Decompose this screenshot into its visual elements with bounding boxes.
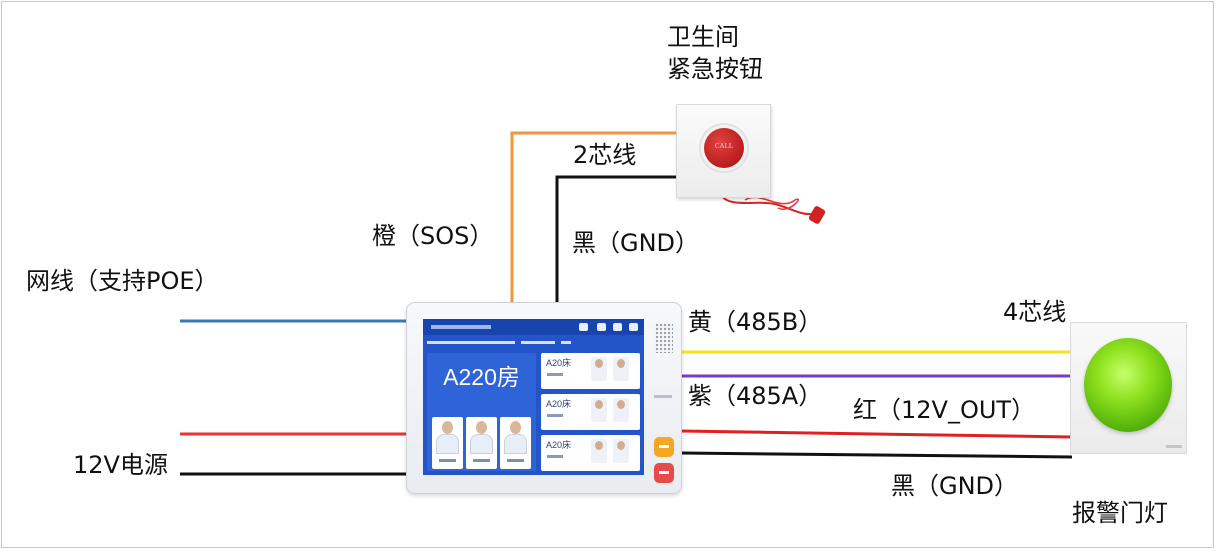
black-gnd-bottom-label: 黑（GND） xyxy=(891,472,1019,500)
red-12v-out-label: 红（12V_OUT） xyxy=(853,396,1036,424)
orange-sos-label: 橙（SOS） xyxy=(372,222,494,250)
black-gnd-bottom-wire xyxy=(680,451,1073,459)
bed-label: A20床 xyxy=(546,440,572,450)
bed-list: A20床 A20床 A20床 xyxy=(541,353,640,471)
toilet-label-line2: 紧急按钮 xyxy=(667,55,763,83)
room-panel: A220房 xyxy=(427,353,536,471)
orange-sos-wire xyxy=(510,131,678,303)
yellow-485b-label: 黄（485B） xyxy=(688,308,823,336)
device-screen: A220房 A20床 A20床 A20床 xyxy=(423,319,644,475)
bed-label: A20床 xyxy=(546,399,572,409)
network-label: 网线（支持POE） xyxy=(26,267,219,295)
red-12v-out-wire xyxy=(680,429,1073,439)
two-core-label: 2芯线 xyxy=(573,141,637,169)
bed-card: A20床 xyxy=(541,353,640,389)
screen-title-placeholder xyxy=(431,325,491,329)
staff-photo xyxy=(432,417,463,469)
door-light-dome xyxy=(1084,338,1172,432)
room-number: A220房 xyxy=(443,364,520,390)
staff-photo xyxy=(500,417,531,469)
tablet-device-icon: A220房 A20床 A20床 A20床 xyxy=(406,302,682,494)
toilet-emergency-button: CALL xyxy=(676,104,771,198)
bed-card: A20床 xyxy=(541,394,640,430)
pull-cord xyxy=(721,195,813,216)
speaker-grille xyxy=(655,323,673,353)
device-call-button xyxy=(654,437,674,457)
door-light-brand-mark xyxy=(1166,445,1182,448)
call-button-text: CALL xyxy=(714,142,734,150)
purple-485a-label: 紫（485A） xyxy=(688,382,823,410)
black-gnd-top-wire xyxy=(555,175,678,303)
screen-status-icon xyxy=(597,323,606,331)
screen-status-icon xyxy=(579,323,588,331)
black-gnd-top-label: 黑（GND） xyxy=(572,229,700,257)
door-light-label: 报警门灯 xyxy=(1072,499,1168,527)
device-brand-mark xyxy=(654,395,672,398)
call-button-icon: CALL xyxy=(704,128,744,168)
screen-ticker xyxy=(427,339,640,347)
screen-settings-icon xyxy=(629,323,638,331)
four-core-label: 4芯线 xyxy=(1003,298,1067,326)
door-light-icon xyxy=(1070,322,1187,454)
screen-top-bar xyxy=(423,319,644,335)
toilet-label-line1: 卫生间 xyxy=(667,23,739,51)
bed-label: A20床 xyxy=(546,358,572,368)
device-reset-button xyxy=(654,463,674,483)
power-label: 12V电源 xyxy=(73,451,168,479)
bed-card: A20床 xyxy=(541,435,640,471)
screen-status-icon xyxy=(613,323,622,331)
staff-photo xyxy=(466,417,497,469)
pull-cord-handle xyxy=(808,206,826,224)
